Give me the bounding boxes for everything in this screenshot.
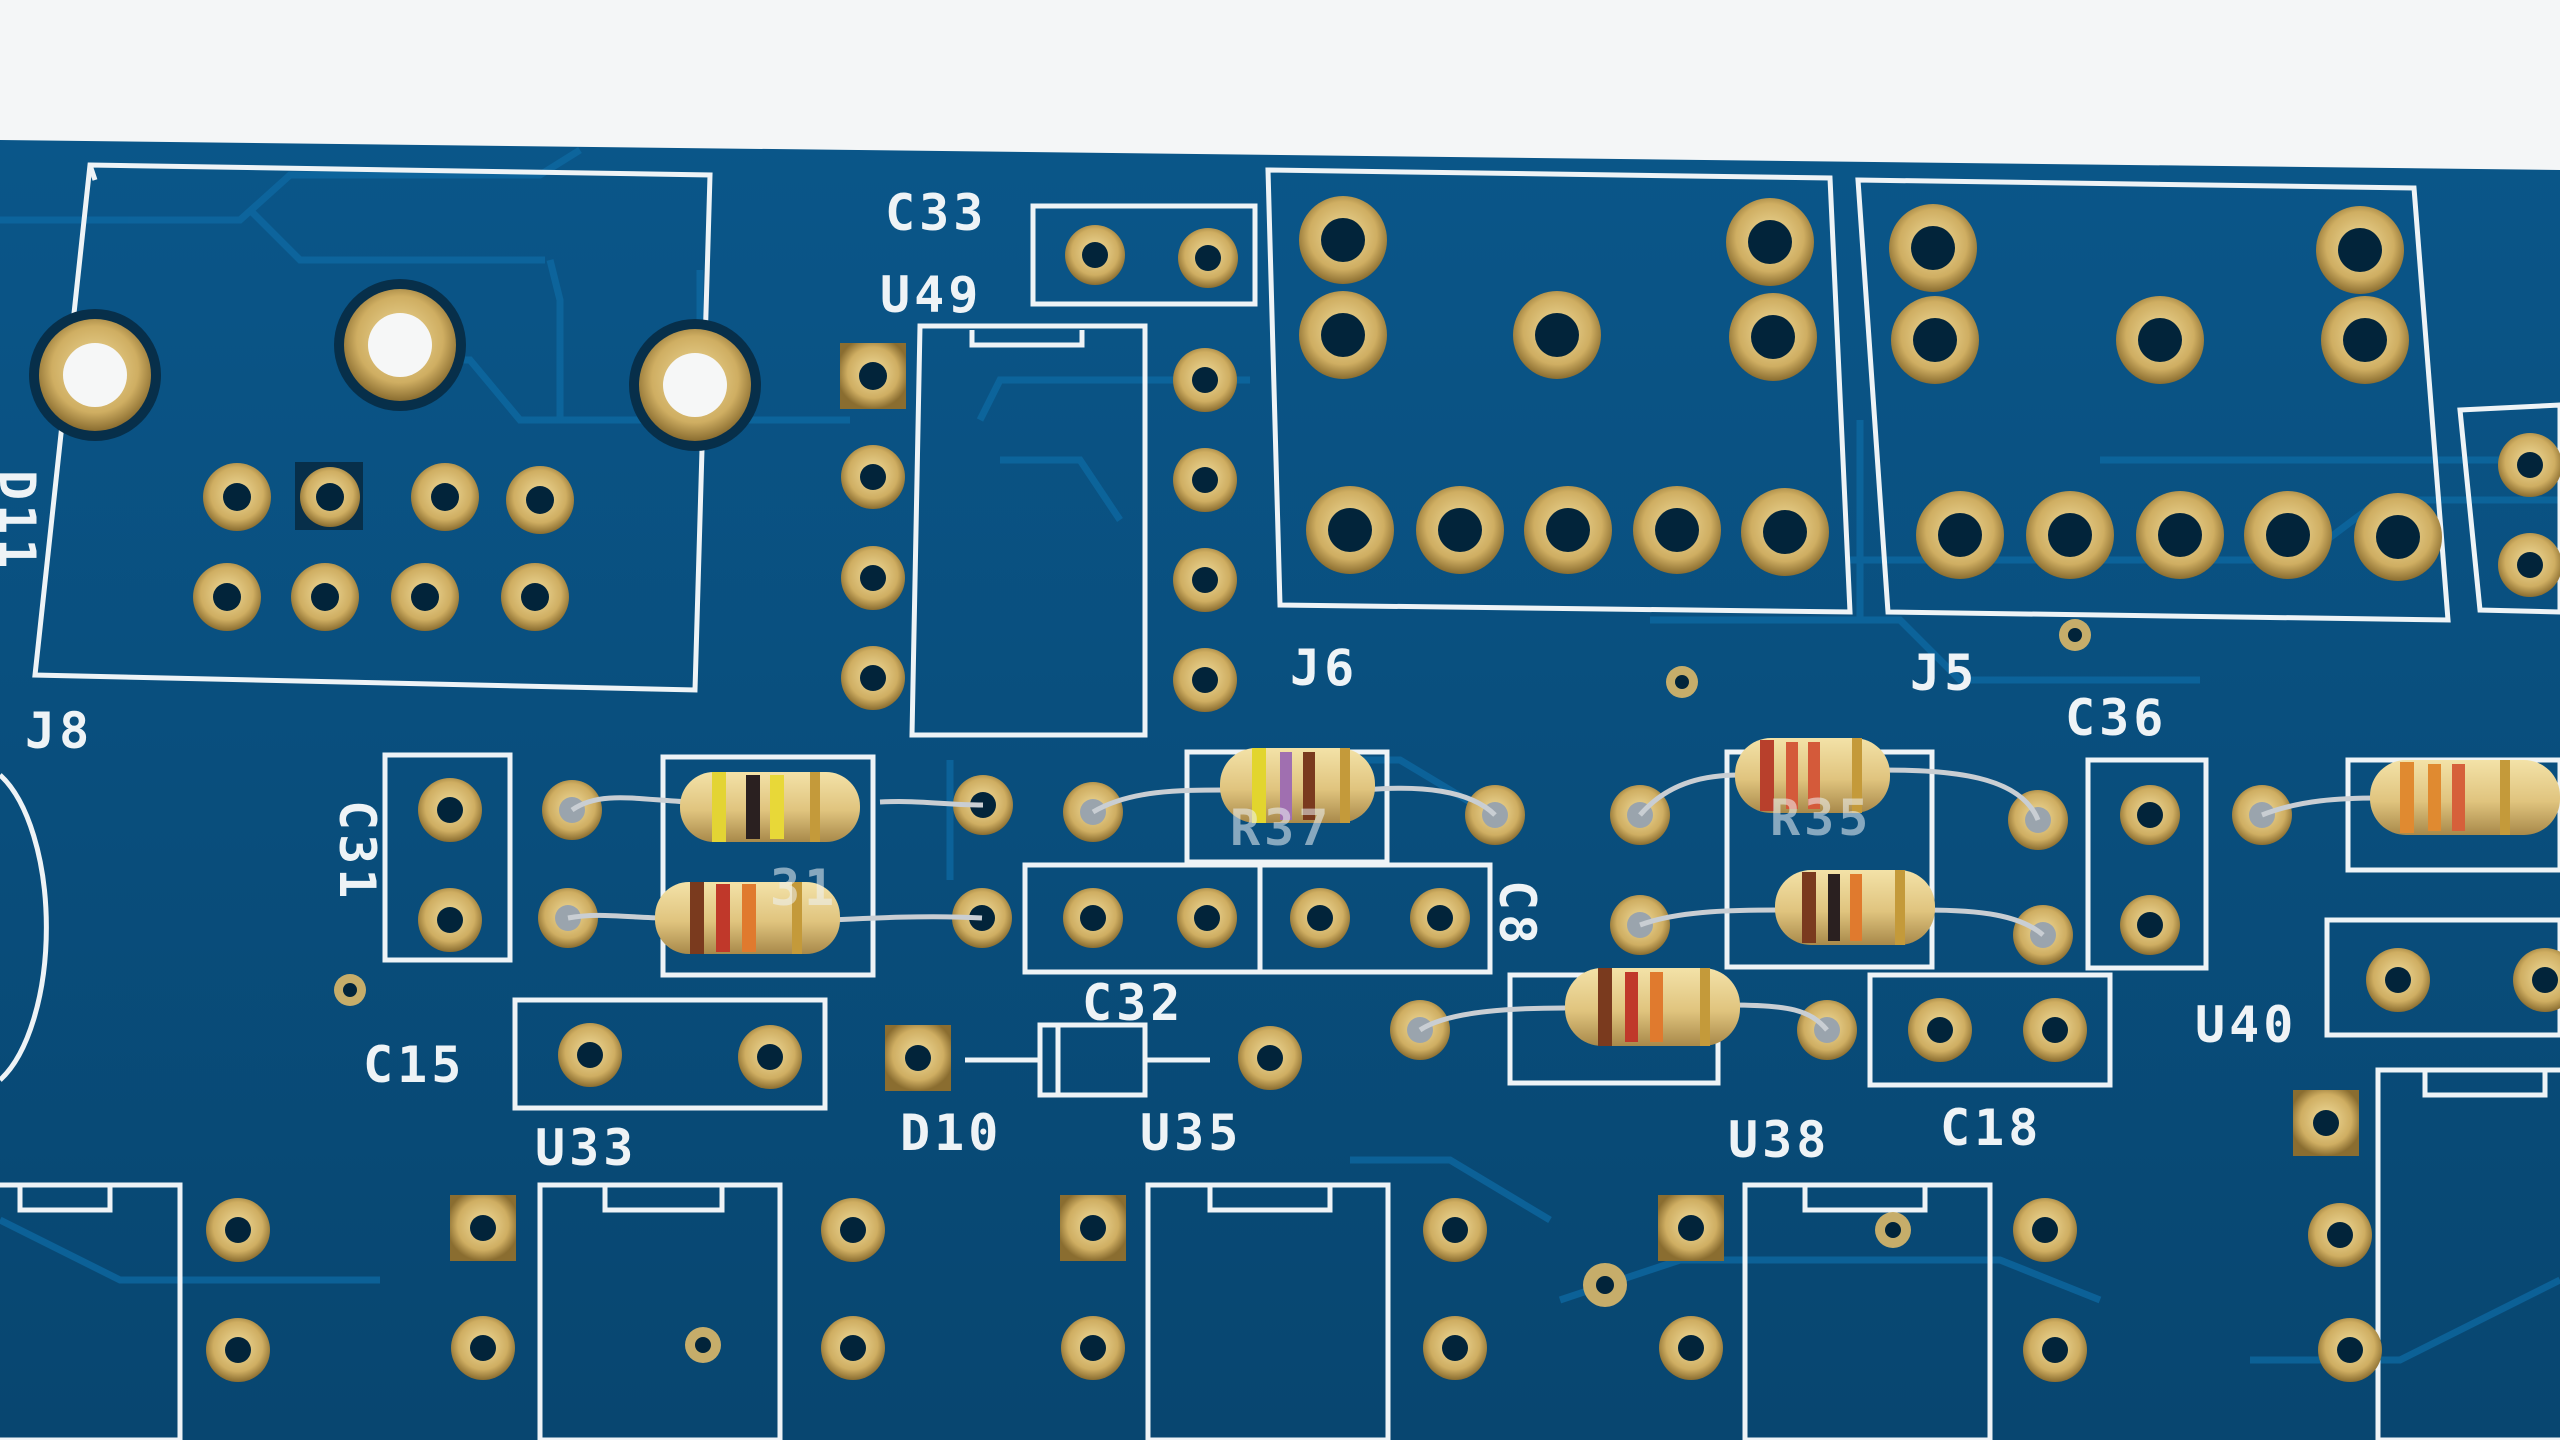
label-u33: U33: [535, 1119, 637, 1177]
band-1: [712, 772, 726, 842]
label-u38: U38: [1728, 1111, 1830, 1169]
resistor-5: [1639, 870, 2045, 945]
band-4: [810, 772, 820, 842]
resistor-6: [1418, 968, 1829, 1046]
label-r35: R35: [1770, 789, 1872, 847]
label-j8: J8: [25, 702, 93, 760]
label-j6: J6: [1290, 639, 1358, 697]
band-2: [746, 775, 760, 839]
label-r31: 31: [770, 859, 838, 917]
band-3: [770, 775, 784, 839]
label-c33: C33: [885, 184, 987, 242]
label-c36: C36: [2065, 689, 2167, 747]
label-c8: C8: [1488, 880, 1546, 948]
resistors: [567, 738, 2560, 1046]
label-r37: R37: [1230, 799, 1332, 857]
resistor-4: [1638, 738, 2041, 822]
label-d11: D11: [0, 470, 46, 572]
resistor-7: [2261, 760, 2560, 835]
label-u35: U35: [1140, 1104, 1242, 1162]
label-c18: C18: [1940, 1099, 2042, 1157]
pads: [193, 196, 2560, 1382]
silkscreen-labels: C33 U49 D11 J8 J6 J5 C36 C31 31 R37 R35 …: [0, 184, 2297, 1177]
label-c31: C31: [328, 800, 386, 902]
label-u40: U40: [2195, 996, 2297, 1054]
resistor-2: [567, 882, 983, 954]
label-j5: J5: [1910, 644, 1978, 702]
label-u49: U49: [880, 266, 982, 324]
label-c32: C32: [1082, 974, 1184, 1032]
label-d10: D10: [900, 1104, 1002, 1162]
label-c15: C15: [363, 1036, 465, 1094]
resistor-3: [1091, 748, 1497, 823]
resistor-1: [570, 772, 984, 842]
j8-mount-holes: [29, 279, 761, 451]
